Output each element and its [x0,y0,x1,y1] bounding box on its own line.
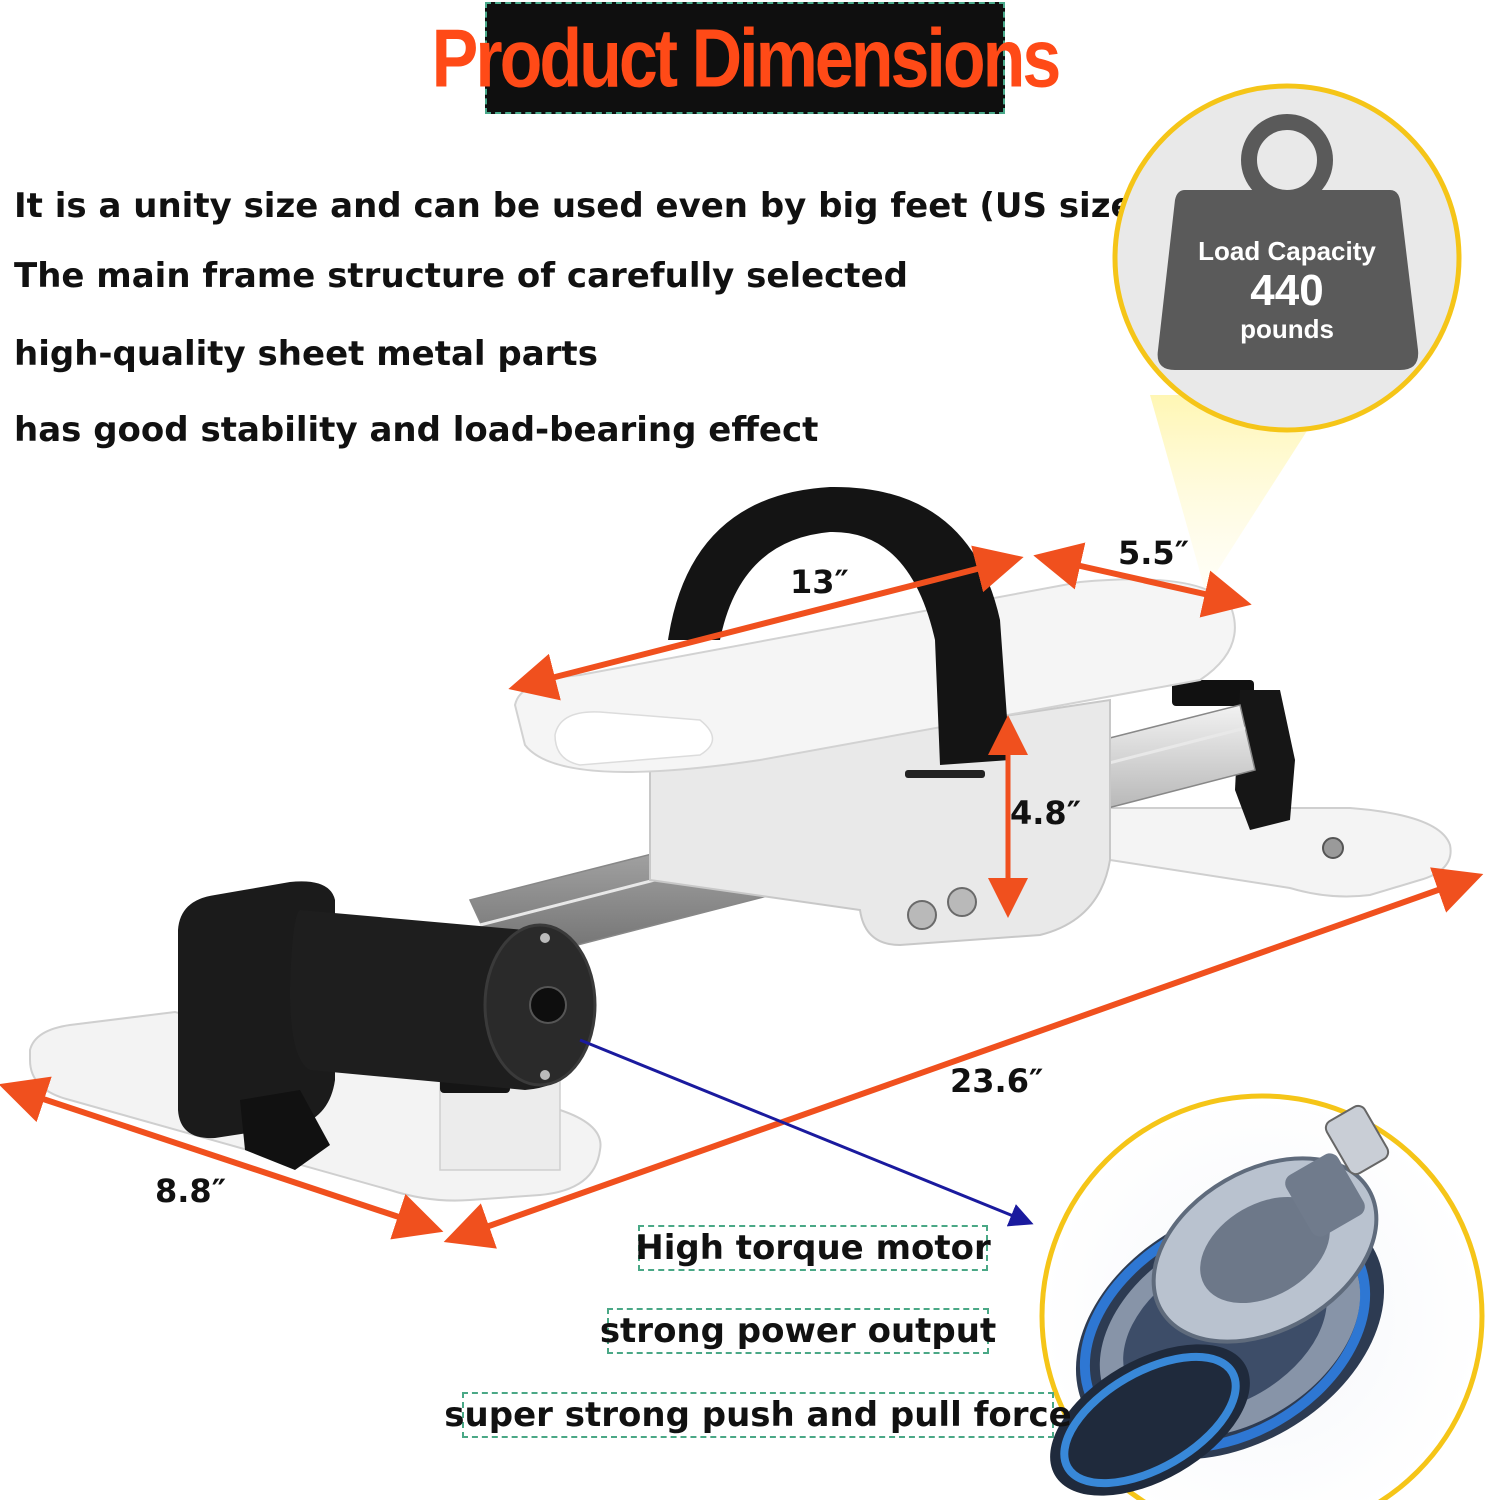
load-capacity-value: 440 [1250,266,1324,315]
feature-power-output: strong power output [600,1308,996,1354]
total-length-label: 23.6″ [950,1062,1044,1100]
motor-pointer-arrow [579,1038,1034,1227]
bolt [907,900,937,930]
load-capacity-unit: pounds [1240,314,1334,344]
plate-width-label: 5.5″ [1118,534,1189,572]
feature-push-pull: super strong push and pull force [444,1392,1072,1438]
title-banner: Product Dimensions [432,2,1061,114]
description-line-2: The main frame structure of carefully se… [14,256,908,296]
plate-length-arrow [508,545,1024,701]
base-width-label: 8.8″ [155,1172,226,1210]
bolt [947,887,977,917]
feature-high-torque: High torque motor [635,1225,991,1271]
plate-width-arrow [1033,542,1252,618]
description-line-1: It is a unity size and can be used even … [14,186,1209,226]
end-knob [1235,690,1295,830]
end-clamp [1172,680,1254,706]
description-line-4: has good stability and load-bearing effe… [14,410,819,450]
height-label: 4.8″ [1010,794,1081,832]
plate-length-label: 13″ [790,563,849,601]
bolt [1322,837,1344,859]
total-length-arrow [443,867,1484,1249]
load-capacity-label: Load Capacity [1198,236,1376,266]
spotlight-beam [1150,395,1330,590]
base-width-arrow [0,1076,444,1240]
description-line-3: high-quality sheet metal parts [14,334,598,374]
page-title: Product Dimensions [431,11,1062,105]
weight-icon [1157,190,1419,370]
